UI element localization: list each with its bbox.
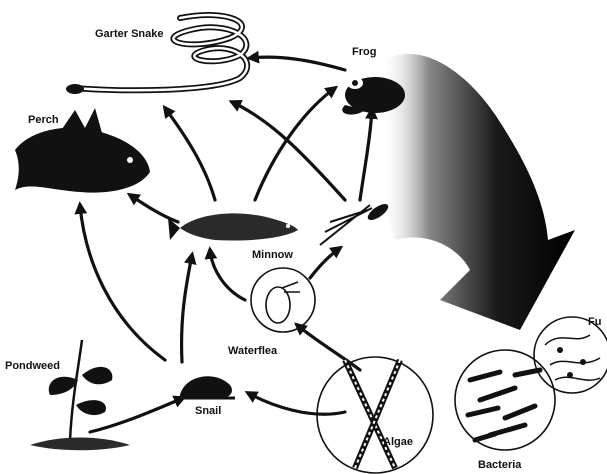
arrow-minnow-to-frog (255, 88, 335, 200)
label-perch: Perch (28, 114, 59, 126)
label-snail: Snail (195, 405, 221, 417)
insect-nymph (320, 201, 391, 245)
arrow-insect-to-frog (360, 110, 372, 200)
arrow-snail-to-minnow (182, 255, 192, 362)
arrow-algae-to-snail (248, 393, 345, 414)
fungi (534, 317, 607, 393)
label-waterflea: Waterflea (228, 345, 278, 357)
feeding-arrows (80, 57, 372, 432)
arrow-insect-to-snake (232, 102, 345, 200)
arrow-frog-to-snake (250, 57, 345, 70)
label-frog: Frog (352, 46, 376, 58)
label-garter-snake: Garter Snake (95, 28, 163, 40)
minnow (168, 213, 298, 240)
arrow-waterflea-to-minnow (210, 250, 245, 300)
garter-snake (66, 15, 247, 94)
arrow-snail-to-perch (80, 205, 165, 360)
label-minnow: Minnow (252, 249, 293, 261)
decomposition-arrow (380, 54, 575, 330)
bacteria (455, 350, 555, 450)
label-bacteria: Bacteria (478, 459, 522, 471)
snail (175, 376, 235, 398)
pondweed (30, 340, 130, 450)
arrow-minnow-to-perch (130, 195, 178, 222)
arrow-pondweed-to-snail (90, 398, 183, 432)
label-algae: Algae (383, 436, 413, 448)
label-pondweed: Pondweed (5, 360, 60, 372)
label-fungi: Fu (588, 316, 601, 328)
arrow-waterflea-to-insect (310, 248, 340, 278)
arrow-minnow-to-snake (165, 108, 215, 200)
waterflea (251, 268, 315, 332)
